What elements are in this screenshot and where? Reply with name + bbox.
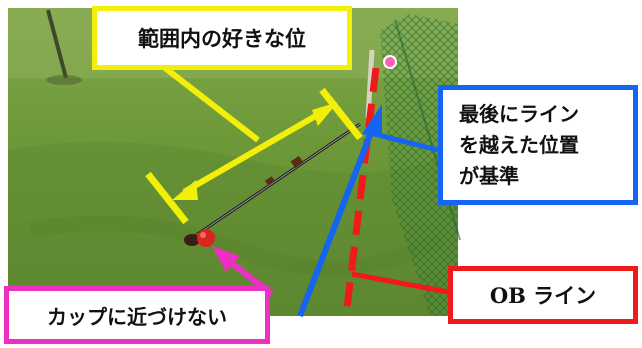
ob-line-connector (351, 271, 449, 295)
ob-line-callout-text: OB ライン (489, 283, 597, 308)
crossing-callout-line-1: 最後にライン (459, 101, 579, 126)
crossing-callout-line-3: が基準 (459, 163, 519, 188)
ob-line-dashed (342, 67, 380, 317)
ob-line-callout: OB ライン (448, 266, 638, 324)
crossing-callout: 最後にライン を越えた位置 が基準 (438, 85, 638, 205)
range-callout: 範囲内の好きな位 (92, 6, 352, 70)
cup-callout: カップに近づけない (4, 286, 270, 344)
range-indicator (145, 61, 363, 225)
crossing-callout-line-2: を越えた位置 (459, 132, 579, 157)
golf-club-icon (191, 122, 361, 240)
crossing-arrow (297, 104, 439, 318)
ball-icon (184, 229, 215, 247)
cup-callout-text: カップに近づけない (47, 304, 227, 329)
range-callout-text: 範囲内の好きな位 (138, 27, 306, 51)
